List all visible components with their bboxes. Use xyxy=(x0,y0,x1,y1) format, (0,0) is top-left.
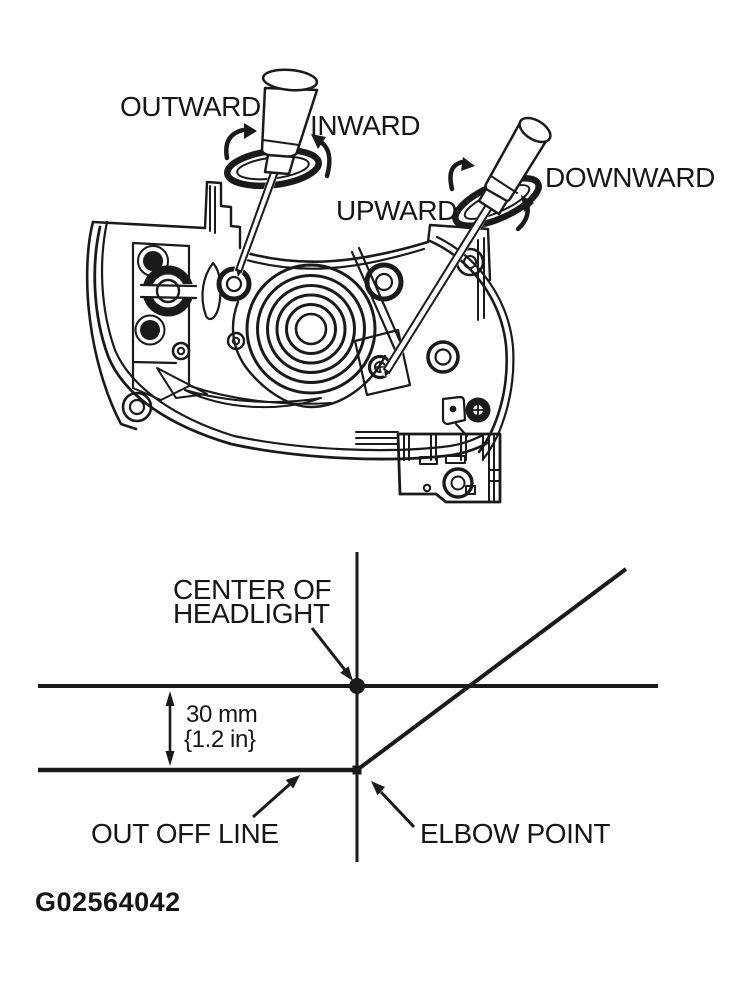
label-upward: UPWARD xyxy=(336,195,457,226)
beam-diagonal-line xyxy=(355,567,628,772)
connector-socket-icon xyxy=(442,467,474,499)
measure-arrow-icon xyxy=(165,691,175,766)
inner-panel xyxy=(131,241,332,409)
left-fasteners xyxy=(121,245,198,423)
screwdriver-left xyxy=(224,68,332,277)
bolt-icon xyxy=(143,251,163,271)
aiming-pattern-figure: CENTER OF HEADLIGHT 30 mm {1.2 in} OUT O… xyxy=(38,552,658,862)
dark-bolt-icon xyxy=(465,397,491,423)
label-center-of-headlight-line1: CENTER OF xyxy=(173,574,331,605)
screwdriver-handle xyxy=(260,86,319,159)
callout-arrow-icon xyxy=(252,775,300,819)
label-distance-mm: 30 mm xyxy=(186,701,257,728)
figure-id: G02564042 xyxy=(35,887,181,917)
label-cutoff-line: OUT OFF LINE xyxy=(91,818,279,849)
right-fasteners xyxy=(350,246,491,438)
bolt-icon xyxy=(121,391,153,423)
screwdriver-right xyxy=(381,116,552,377)
bolt-icon xyxy=(140,320,160,340)
adjuster-wheel-icon xyxy=(139,265,198,317)
headlight-assembly-figure: OUTWARD INWARD UPWARD DOWNWARD xyxy=(85,68,715,504)
connector-block xyxy=(355,431,502,504)
callout-arrow-icon xyxy=(371,781,416,829)
horizontal-adjuster xyxy=(201,261,252,351)
label-center-of-headlight-line2: HEADLIGHT xyxy=(173,598,330,629)
label-inward: INWARD xyxy=(310,110,420,141)
adjuster-screw-icon xyxy=(364,262,404,302)
elbow-point-dot xyxy=(352,765,362,775)
rotation-arrow-icon xyxy=(224,123,332,179)
label-downward: DOWNWARD xyxy=(545,162,715,193)
label-outward: OUTWARD xyxy=(120,91,261,122)
bulb-opening-rings xyxy=(231,263,387,409)
label-elbow-point: ELBOW POINT xyxy=(420,818,610,849)
adjuster-screw-icon xyxy=(216,266,252,302)
rotation-arrow-icon xyxy=(448,157,534,232)
center-of-headlight-dot xyxy=(349,678,365,694)
callout-arrow-icon xyxy=(310,627,353,681)
label-distance-in: {1.2 in} xyxy=(184,726,256,753)
